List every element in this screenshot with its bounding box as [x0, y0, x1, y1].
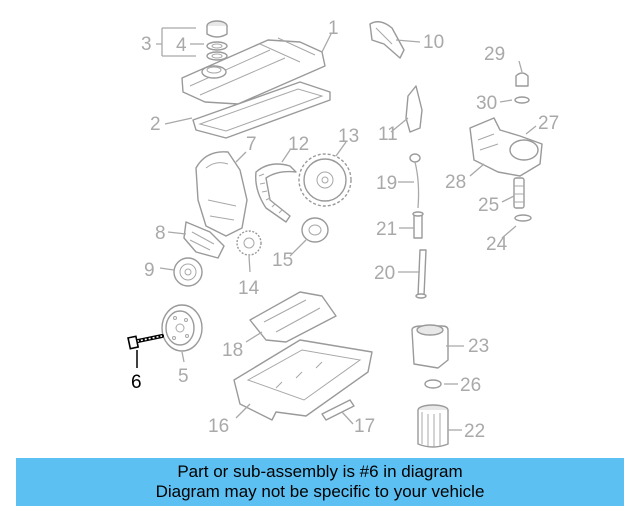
dipstick-tube — [415, 249, 427, 299]
callout-25: 25 — [478, 195, 499, 216]
tensioner-bracket — [183, 221, 225, 259]
oil-filler-cap — [206, 20, 228, 61]
upper-timing-cover — [369, 21, 405, 59]
callout-27: 27 — [538, 113, 559, 134]
callout-20: 20 — [374, 263, 395, 284]
oil-filler-tube — [514, 72, 530, 104]
oil-cooler — [411, 324, 449, 369]
callout-18: 18 — [222, 340, 243, 361]
callout-22: 22 — [464, 421, 485, 442]
callout-1: 1 — [328, 18, 339, 39]
callout-24: 24 — [486, 234, 508, 255]
callout-6: 6 — [131, 372, 142, 393]
oil-pan — [233, 339, 373, 421]
callout-8: 8 — [155, 223, 166, 244]
callout-2: 2 — [150, 114, 161, 135]
rear-timing-bracket — [405, 85, 423, 133]
sealant-tube — [321, 399, 355, 421]
callout-5: 5 — [178, 366, 189, 387]
dipstick-tube-upper — [412, 211, 424, 239]
oil-pressure-switch — [513, 177, 525, 209]
oil-filter — [417, 404, 449, 448]
callout-7: 7 — [246, 134, 257, 155]
callout-26: 26 — [460, 375, 481, 396]
callout-21: 21 — [376, 219, 397, 240]
dipstick — [409, 153, 421, 209]
parts-diagram: 3 4 1 2 10 29 30 27 11 7 12 13 28 19 25 … — [127, 18, 559, 448]
crankshaft-pulley-bolt — [127, 334, 164, 350]
callout-28: 28 — [445, 172, 466, 193]
tensioner-pulley — [173, 257, 203, 287]
banner-line-2: Diagram may not be specific to your vehi… — [155, 482, 485, 501]
callout-15: 15 — [272, 250, 293, 271]
callout-11: 11 — [378, 124, 398, 145]
callout-3: 3 — [141, 34, 152, 55]
callout-19: 19 — [376, 173, 397, 194]
callout-29: 29 — [484, 44, 505, 65]
valve-cover — [181, 37, 326, 105]
leader-lines — [136, 27, 537, 431]
camshaft-sprocket — [298, 153, 352, 207]
oil-baffle — [249, 291, 337, 343]
callout-14: 14 — [238, 278, 260, 299]
callout-17: 17 — [354, 416, 375, 437]
callout-16: 16 — [208, 416, 229, 437]
banner-line-1: Part or sub-assembly is #6 in diagram — [177, 462, 463, 481]
valve-cover-gasket — [192, 81, 331, 139]
callout-4: 4 — [176, 35, 187, 56]
idler-pulley — [301, 217, 329, 243]
callout-labels: 3 4 1 2 10 29 30 27 11 7 12 13 28 19 25 … — [131, 18, 559, 442]
timing-belt — [255, 163, 297, 223]
oil-filter-seal — [514, 214, 532, 222]
callout-13: 13 — [338, 126, 359, 147]
oil-filter-housing — [469, 117, 543, 177]
callout-9: 9 — [144, 260, 155, 281]
crankshaft-pulley — [161, 304, 203, 352]
timing-cover — [195, 151, 248, 237]
info-banner: Part or sub-assembly is #6 in diagram Di… — [16, 458, 624, 506]
callout-23: 23 — [468, 336, 489, 357]
crankshaft-sprocket — [236, 230, 262, 256]
callout-30: 30 — [476, 93, 497, 114]
oil-filter-gasket — [424, 379, 442, 389]
callout-10: 10 — [423, 32, 444, 53]
callout-12: 12 — [288, 134, 309, 155]
